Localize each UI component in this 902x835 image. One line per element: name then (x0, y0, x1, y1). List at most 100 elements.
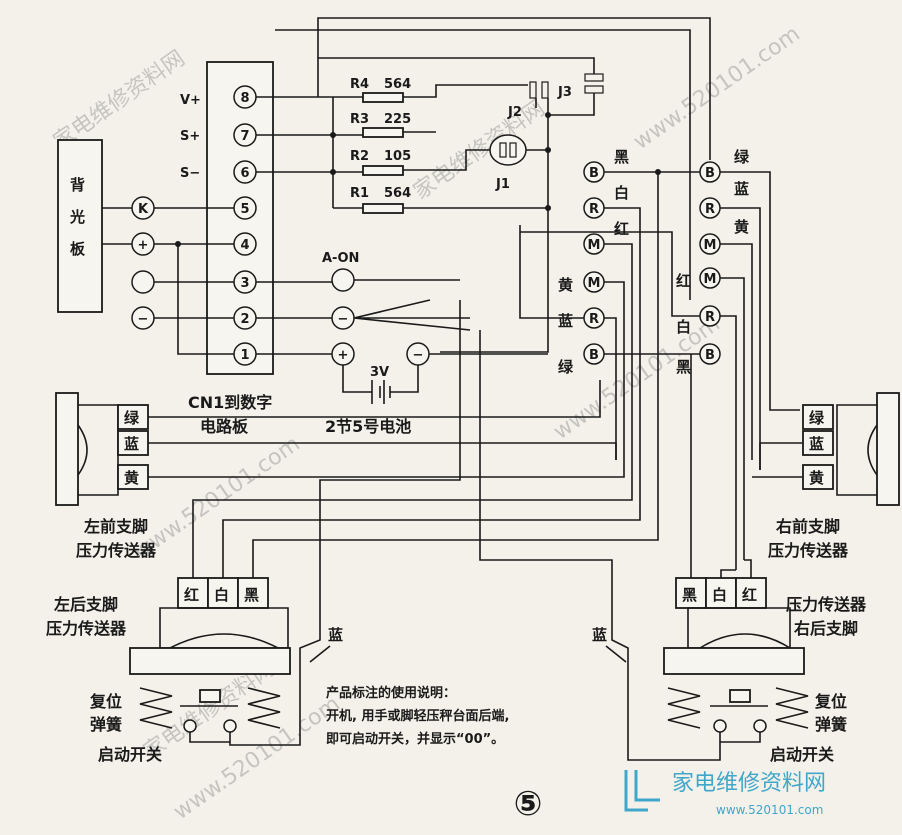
left-blue-wire-pointer (309, 645, 331, 663)
wire-blue-center (519, 225, 584, 319)
right-reset-spring-2: 弹簧 (815, 715, 847, 734)
left-front-wire-yellow: 黄 (124, 469, 139, 487)
jumper-j1-contact (499, 142, 507, 158)
terminal-letter: B (589, 166, 599, 181)
left-front-sensor-arc (77, 424, 88, 476)
left-front-wire-blue: 蓝 (124, 435, 139, 453)
wire-right-terms-out (720, 207, 761, 570)
wire-color-label: 绿 (734, 148, 750, 166)
usage-note-line-1: 开机, 用手或脚轻压秤台面后端, (326, 708, 509, 724)
right-front-wire-box-green (802, 404, 834, 430)
wire-switch-fan (353, 279, 471, 331)
wire-right-rear-white (720, 569, 736, 578)
backlight-label-2: 光 (69, 208, 85, 226)
wire-color-label: 绿 (558, 358, 574, 376)
wire-color-label: 蓝 (734, 180, 749, 198)
jumper-j3-b (584, 85, 604, 94)
resistor-r2-value: 105 (384, 149, 411, 164)
usage-note-title: 产品标注的使用说明： (326, 685, 456, 701)
left-rear-wire-white: 白 (214, 586, 229, 604)
wire-red-center (604, 243, 633, 490)
right-front-wire-blue: 蓝 (809, 435, 824, 453)
left-front-wire-green: 绿 (124, 409, 140, 427)
terminal-letter: R (705, 310, 715, 325)
left-start-switch-button (199, 689, 221, 703)
wire-white-right (520, 231, 700, 317)
wire-j3 (317, 57, 595, 116)
wire-color-label: 白 (614, 184, 629, 202)
right-rear-wire-red: 红 (742, 586, 757, 604)
cn1-pin-2-num: 2 (240, 312, 249, 327)
jumper-j1-label: J1 (495, 177, 510, 192)
wire-r3 (256, 131, 436, 136)
wire-r4 (333, 84, 528, 98)
terminal-letter: B (589, 348, 599, 363)
right-start-switch-contact-b (753, 719, 767, 733)
left-terminal-minus-label: − (138, 312, 149, 327)
wire-left-rear-black (252, 520, 659, 578)
right-front-wire-green: 绿 (809, 409, 825, 427)
resistor-r4-value: 564 (384, 77, 411, 92)
right-front-sensor-frame (836, 404, 877, 496)
right-rear-wire-black: 黑 (682, 586, 697, 604)
wire-right-start-switch (479, 330, 761, 761)
battery-cell (371, 380, 391, 404)
right-rear-sensor-base (663, 647, 805, 675)
wire-color-label: 黑 (614, 148, 629, 166)
terminal-letter: M (704, 272, 717, 287)
resistor-r2 (362, 165, 404, 176)
battery-minus-label: − (413, 348, 424, 363)
left-reset-spring-1: 复位 (89, 692, 122, 711)
left-spring-a (139, 687, 173, 729)
terminal-letter: M (588, 238, 601, 253)
wire-color-label: 红 (676, 272, 691, 290)
wire-color-label: 黄 (558, 276, 573, 294)
signal-s-minus: S− (180, 166, 200, 181)
wire-color-label: 蓝 (558, 312, 573, 330)
right-rear-wire-box-white (705, 577, 737, 609)
wire-j2 (535, 98, 549, 115)
wire-yellow-center (604, 281, 625, 475)
signal-s-plus: S+ (180, 129, 200, 144)
wire-battery-loop (342, 365, 419, 393)
jumper-j1-contact (509, 142, 517, 158)
cn1-caption-1: CN1到数字 (188, 393, 272, 412)
right-spring-b (775, 687, 809, 729)
switch-a-on-label: A-ON (322, 251, 359, 266)
left-rear-label-2: 压力传送器 (46, 619, 127, 638)
node-dot (330, 132, 336, 138)
cn1-caption-2: 电路板 (200, 417, 249, 436)
terminal-letter: B (705, 166, 715, 181)
wire-left-rear-white (222, 500, 641, 578)
cn1-pin-4-num: 4 (240, 238, 249, 253)
wire-right-rear-red (744, 559, 752, 578)
wire-color-label: 红 (614, 220, 629, 238)
wire-white-center (604, 207, 641, 500)
center-left-terminals: B R M M R B 黑 白 红 黄 蓝 绿 (558, 148, 629, 376)
left-reset-spring-2: 弹簧 (90, 715, 122, 734)
right-rear-sensor-dome (699, 633, 791, 649)
right-rear-label-2: 右后支脚 (794, 619, 858, 638)
left-rear-wire-black: 黑 (244, 586, 259, 604)
switch-a-on-terminal (331, 268, 355, 292)
watermark-1: 家电维修资料网 (49, 46, 190, 155)
backlight-label-1: 背 (70, 176, 85, 194)
wire-color-label: 白 (676, 318, 691, 336)
cn1-pin-5-num: 5 (240, 202, 249, 217)
left-front-sensor-frame (78, 404, 119, 496)
wire-top-rail (317, 17, 711, 160)
backlight-label-3: 板 (70, 240, 86, 258)
right-rear-wire-box-red (735, 577, 767, 609)
resistor-r1-value: 564 (384, 186, 411, 201)
jumper-j2-label: J2 (507, 105, 522, 120)
node-dot (545, 205, 551, 211)
wire-left-front-green (148, 380, 601, 418)
left-blue-wire-label: 蓝 (328, 626, 343, 644)
right-reset-spring-1: 复位 (814, 692, 847, 711)
right-front-label-1: 右前支脚 (776, 517, 840, 536)
left-start-switch-contact-b (223, 719, 237, 733)
resistor-r3 (362, 127, 404, 138)
right-start-switch-label: 启动开关 (770, 745, 834, 764)
resistor-r1-name: R1 (350, 186, 369, 201)
right-rear-label-1: 压力传送器 (786, 595, 867, 614)
